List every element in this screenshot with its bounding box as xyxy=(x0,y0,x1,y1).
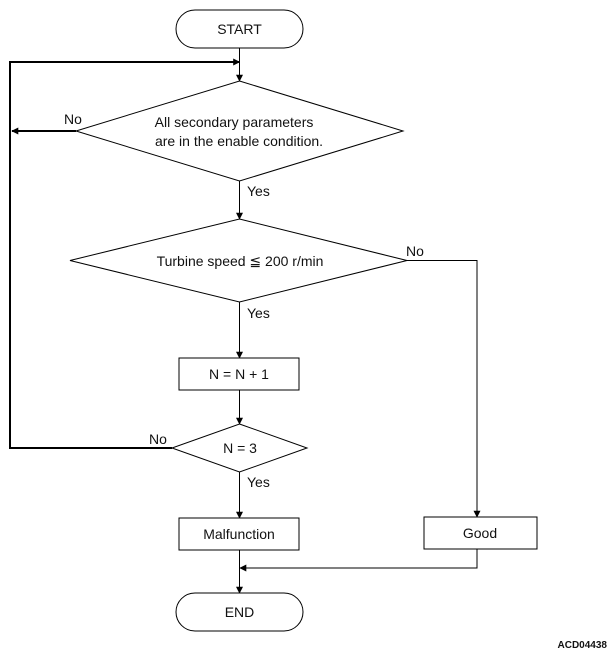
decision-count-check-label: N = 3 xyxy=(223,440,257,456)
end-label: END xyxy=(225,604,255,620)
decision-enable-condition-line2: are in the enable condition. xyxy=(155,133,323,149)
decision3-no-label: No xyxy=(149,431,167,447)
decision1-no-label: No xyxy=(64,111,82,127)
process-good xyxy=(423,516,538,550)
decision2-yes-label: Yes xyxy=(247,305,270,321)
decision1-yes-label: Yes xyxy=(247,183,270,199)
process-good-label: Good xyxy=(463,525,497,541)
end-terminator xyxy=(175,592,304,632)
decision-turbine-speed-label: Turbine speed ≦ 200 r/min xyxy=(157,253,324,269)
figure-code: ACD04438 xyxy=(558,640,608,651)
start-label: START xyxy=(217,21,262,37)
process-increment-label: N = N + 1 xyxy=(209,366,269,382)
decision-enable-condition xyxy=(74,80,405,182)
connector-good-to-merge xyxy=(239,549,478,572)
decision-enable-condition-line1: All secondary parameters xyxy=(155,114,314,130)
decision3-yes-label: Yes xyxy=(247,474,270,490)
process-malfunction-label: Malfunction xyxy=(203,526,275,542)
process-increment-counter xyxy=(178,357,300,391)
decision2-no-label: No xyxy=(406,243,424,259)
connector-decision3-no-loop xyxy=(9,58,241,449)
connector-decision2-no-to-good xyxy=(407,260,481,518)
process-malfunction xyxy=(178,517,300,551)
